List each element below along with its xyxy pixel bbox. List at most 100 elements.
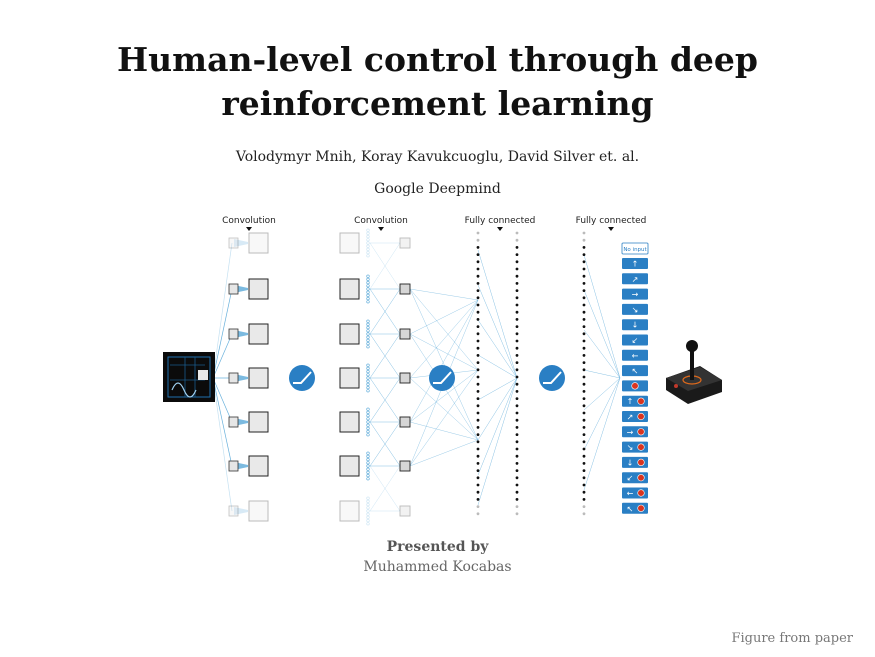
fc-unit xyxy=(476,426,480,429)
fc-unit xyxy=(515,289,519,292)
filter-patch xyxy=(228,237,239,249)
small-feature-map xyxy=(399,416,411,428)
connection-line xyxy=(409,299,479,379)
fc-unit xyxy=(582,361,586,364)
fc-unit xyxy=(582,433,586,436)
fc-unit xyxy=(515,411,519,415)
fc-unit xyxy=(582,368,586,372)
fc-unit xyxy=(515,505,519,508)
conv-unit xyxy=(366,373,370,377)
layer-marker xyxy=(246,227,252,231)
connection-line xyxy=(212,377,233,423)
conv-unit xyxy=(366,414,370,418)
conv-unit xyxy=(366,235,370,239)
fc-unit xyxy=(476,476,480,480)
fc-unit xyxy=(476,375,480,379)
conv-unit xyxy=(366,426,370,431)
fc-unit xyxy=(582,404,586,408)
fc-unit xyxy=(582,282,586,285)
conv-unit xyxy=(366,417,370,421)
fc-unit xyxy=(515,354,519,357)
fc-unit xyxy=(476,404,480,408)
feature-map xyxy=(248,232,269,254)
conv-unit xyxy=(366,345,370,349)
fc-unit xyxy=(582,267,586,271)
conv-unit xyxy=(366,277,370,282)
fc-unit xyxy=(476,440,480,444)
fc-unit xyxy=(515,375,519,379)
fc-unit xyxy=(515,382,519,386)
conv-unit xyxy=(366,410,370,415)
small-feature-map xyxy=(399,372,411,384)
joystick-icon xyxy=(666,340,722,404)
conv-unit xyxy=(366,458,370,462)
connection-line xyxy=(212,333,233,379)
fire-button-icon xyxy=(637,428,645,436)
connection-line xyxy=(212,242,233,379)
output-header-label: No input xyxy=(623,247,647,253)
fc-unit xyxy=(582,303,586,307)
feature-map xyxy=(248,411,269,433)
filter-cone xyxy=(234,507,248,515)
conv-unit xyxy=(366,297,370,301)
connection-line xyxy=(409,288,479,441)
fc-unit xyxy=(476,397,480,400)
fc-unit xyxy=(515,296,519,300)
fc-unit xyxy=(476,332,480,336)
connection-line xyxy=(369,242,401,290)
action-box xyxy=(622,273,648,285)
fc-unit xyxy=(476,433,480,436)
small-feature-map xyxy=(399,283,411,295)
conv-unit xyxy=(366,287,370,291)
fc-unit xyxy=(515,397,519,400)
fc-unit xyxy=(476,274,480,278)
fc-unit xyxy=(476,382,480,386)
connection-line xyxy=(409,369,479,423)
connection-line xyxy=(477,284,518,379)
conv-unit xyxy=(366,454,370,459)
feature-map xyxy=(248,455,269,477)
title-line-1: Human-level control through deep xyxy=(117,40,758,79)
fc-unit xyxy=(476,325,480,328)
action-arrow: ↑ xyxy=(632,260,639,269)
fc-unit xyxy=(515,332,519,336)
connection-line xyxy=(369,242,401,290)
rectifier-icon xyxy=(539,365,565,391)
fc-unit xyxy=(515,483,519,487)
small-feature-map xyxy=(399,328,411,340)
fc-unit xyxy=(582,498,586,501)
fc-unit xyxy=(476,490,480,494)
conv-unit xyxy=(366,342,370,346)
conv-unit xyxy=(366,515,370,520)
conv-unit xyxy=(366,496,370,500)
fire-button-icon xyxy=(637,474,645,482)
action-arrow: → xyxy=(627,428,634,437)
connection-line xyxy=(409,288,479,301)
fc-unit xyxy=(476,296,480,300)
conv-unit xyxy=(366,332,370,336)
fc-unit xyxy=(582,426,586,429)
fc-unit xyxy=(515,476,519,480)
fc-unit xyxy=(582,325,586,328)
feature-map xyxy=(339,278,360,300)
fc-unit xyxy=(582,332,586,336)
fc-unit xyxy=(476,282,480,285)
fc-unit xyxy=(515,260,519,264)
presenter-name: Muhammed Kocabas xyxy=(363,559,512,575)
conv-unit xyxy=(366,290,370,294)
conv-unit xyxy=(366,370,370,374)
feature-map xyxy=(248,367,269,389)
connection-line xyxy=(409,439,479,467)
feature-map xyxy=(339,500,360,522)
conv-unit xyxy=(366,499,370,504)
fc-unit xyxy=(476,454,480,458)
fc-unit xyxy=(515,267,519,271)
conv-unit xyxy=(366,319,370,323)
fc-unit xyxy=(582,397,586,400)
fc-unit xyxy=(515,454,519,458)
feature-map xyxy=(339,232,360,254)
connection-line xyxy=(409,333,479,371)
fc-unit xyxy=(515,238,519,242)
fc-unit xyxy=(582,354,586,357)
